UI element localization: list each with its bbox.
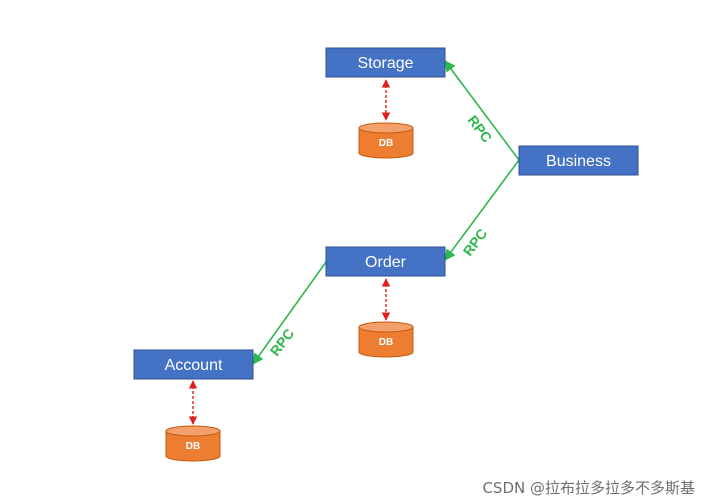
order-db-body xyxy=(358,326,414,358)
business-label: Business xyxy=(546,153,611,170)
rpc-arrow-business-to-storage xyxy=(444,60,520,161)
storage-db-label: DB xyxy=(379,138,393,149)
node-storage: Storage xyxy=(325,47,446,78)
rpc-label-business-order: RPC xyxy=(460,226,491,259)
watermark-text: CSDN @拉布拉多拉多不多斯基 xyxy=(482,479,695,497)
storage-box xyxy=(325,47,446,78)
edge-order-account: RPC xyxy=(252,261,327,365)
rpc-label-order-account: RPC xyxy=(267,326,298,359)
order-db-cylinder: DB xyxy=(358,321,414,358)
order-db-label: DB xyxy=(379,337,393,348)
rpc-label-business-storage: RPC xyxy=(465,112,496,145)
business-box xyxy=(518,145,639,176)
account-label: Account xyxy=(165,357,223,374)
storage-db-cylinder: DB xyxy=(358,122,414,159)
order-label: Order xyxy=(365,254,407,271)
storage-label: Storage xyxy=(357,55,413,72)
edge-business-storage: RPC xyxy=(444,60,520,161)
account-db-label: DB xyxy=(186,441,200,452)
account-db-top xyxy=(165,425,221,437)
order-db-top xyxy=(358,321,414,333)
node-account: Account xyxy=(133,349,254,380)
node-business: Business xyxy=(518,145,639,176)
storage-db-top xyxy=(358,122,414,134)
edge-business-order: RPC xyxy=(444,159,520,261)
storage-db-body xyxy=(358,127,414,159)
node-order: Order xyxy=(325,246,446,277)
account-db-cylinder: DB xyxy=(165,425,221,462)
order-box xyxy=(325,246,446,277)
account-box xyxy=(133,349,254,380)
rpc-arrow-order-to-account xyxy=(252,261,327,365)
rpc-arrow-business-to-order xyxy=(444,159,520,261)
account-db-body xyxy=(165,430,221,462)
